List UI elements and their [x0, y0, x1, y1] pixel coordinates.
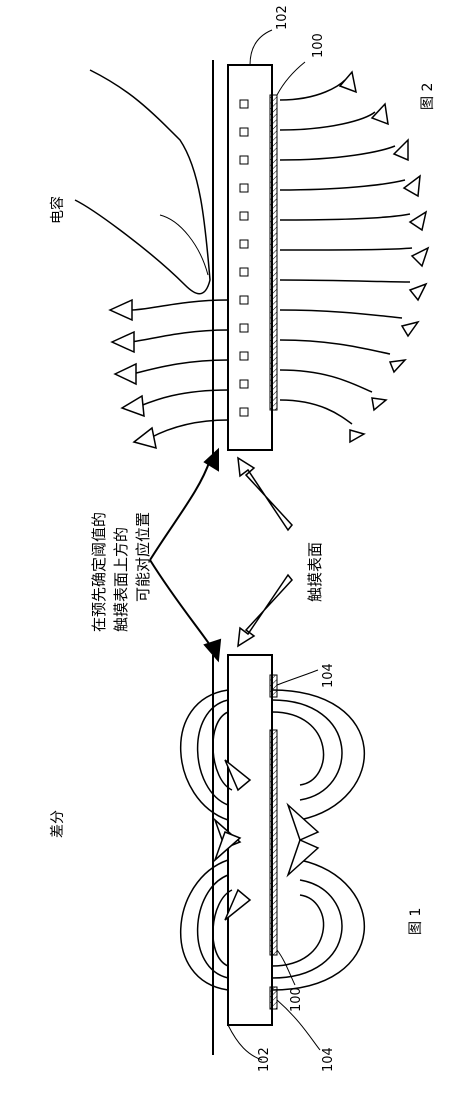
fig2-substrate-102	[227, 64, 273, 451]
fig2-title: 图 2	[420, 83, 436, 110]
callout-line-2: 触摸表面上方的	[112, 527, 130, 632]
callout-line-1: 在预先确定阈值的	[90, 512, 108, 632]
fig1-electrode-100	[269, 729, 278, 956]
touch-surface-arrows	[237, 456, 293, 648]
fig2-leader-100	[276, 61, 306, 96]
fig1-electrode-104-bottom	[269, 986, 278, 1010]
fig1-leader-104-bottom	[276, 999, 321, 1051]
fig2-leader-102	[249, 29, 273, 66]
touch-surface-label: 触摸表面	[306, 542, 324, 602]
differential-label: 差分	[50, 810, 66, 838]
ref-102-fig2: 102	[275, 5, 290, 30]
ref-100-fig1: 100	[289, 987, 304, 1012]
fig2-finger	[74, 69, 211, 295]
fig1-leader-102	[227, 1024, 263, 1061]
fig2-electrode-100	[269, 94, 278, 411]
fig2-field-arrows-right	[279, 70, 430, 444]
figure-2	[74, 29, 430, 455]
fig2-finger-nail	[159, 214, 209, 276]
ref-102-fig1: 102	[257, 1047, 272, 1072]
capacitance-label: 电容	[49, 196, 66, 224]
fig1-title: 图 1	[408, 908, 424, 935]
fig1-leader-104-top	[276, 669, 319, 686]
labels: 图 1 图 2 差分 电容 102 104 100 104 102 100 在预…	[49, 5, 436, 1072]
figure-1	[180, 654, 365, 1061]
ref-100-fig2: 100	[311, 33, 326, 58]
fig2-field-arrows-surface	[108, 298, 229, 450]
callout	[149, 447, 222, 663]
callout-line-3: 可能对应位置	[134, 512, 152, 602]
fig2-sensor-squares	[239, 99, 249, 417]
ref-104-fig1-bottom: 104	[321, 1047, 336, 1072]
fig1-field-arrows-lower	[180, 831, 365, 991]
fig1-field-arrows-upper	[180, 689, 365, 849]
ref-104-fig1-top: 104	[321, 663, 336, 688]
fig1-leader-100	[276, 949, 296, 986]
fig1-electrode-104-top	[269, 674, 278, 698]
